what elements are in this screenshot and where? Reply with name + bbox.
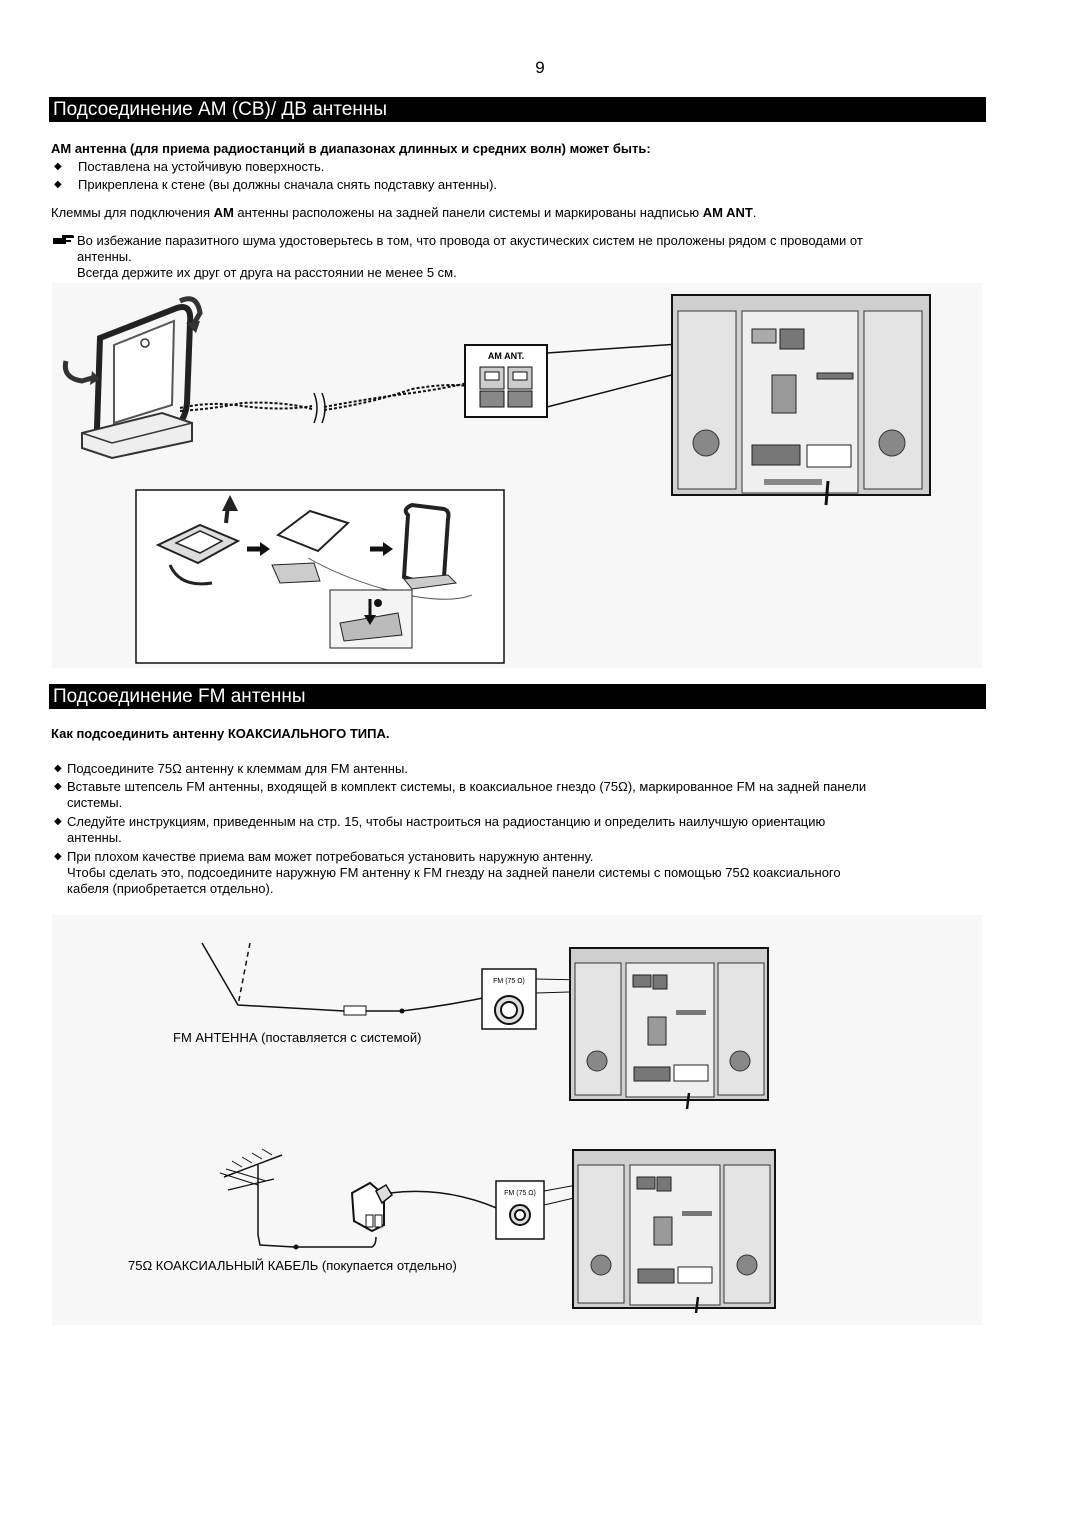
- diamond-bullet-icon: ◆: [54, 161, 62, 172]
- pointing-hand-icon: [52, 233, 74, 252]
- system-rear-panel: [572, 1149, 776, 1314]
- am-ant-label: AM ANT.: [488, 351, 524, 361]
- fm-antenna-figure: FM (75 Ω) FM АНТЕННА (поставляется с сис…: [52, 915, 982, 1325]
- page-number: 9: [535, 58, 545, 77]
- loop-antenna-illustration: [62, 296, 203, 460]
- section-title-fm: Подсоединение FM антенны: [49, 684, 986, 709]
- outdoor-antenna-illustration: [219, 1148, 513, 1250]
- diamond-bullet-icon: ◆: [54, 816, 62, 827]
- section-title-am: Подсоединение AM (СВ)/ ДВ антенны: [49, 97, 986, 122]
- system-rear-panel: [569, 947, 769, 1110]
- diamond-bullet-icon: ◆: [54, 179, 62, 190]
- am-terminals-text: Клеммы для подключения AM антенны распол…: [51, 205, 757, 220]
- diamond-bullet-icon: ◆: [54, 781, 62, 792]
- wire-antenna-illustration: [201, 942, 498, 1016]
- system-rear-panel: [671, 294, 931, 506]
- diamond-bullet-icon: ◆: [54, 851, 62, 862]
- stand-assembly-steps: [155, 495, 473, 649]
- caption-coax-cable: 75Ω КОАКСИАЛЬНЫЙ КАБЕЛЬ (покупается отде…: [128, 1258, 457, 1273]
- am-intro: AM антенна (для приема радиостанций в ди…: [51, 141, 651, 156]
- svg-text:FM (75 Ω): FM (75 Ω): [504, 1190, 536, 1197]
- fm-jack-label: FM (75 Ω): [493, 978, 525, 985]
- caption-supplied-antenna: FM АНТЕННА (поставляется с системой): [173, 1030, 421, 1045]
- am-antenna-figure: AM ANT.: [52, 283, 982, 668]
- diamond-bullet-icon: ◆: [54, 763, 62, 774]
- am-note: Во избежание паразитного шума удостоверь…: [77, 233, 863, 280]
- fm-subtitle: Как подсоединить антенну КОАКСИАЛЬНОГО Т…: [51, 726, 390, 741]
